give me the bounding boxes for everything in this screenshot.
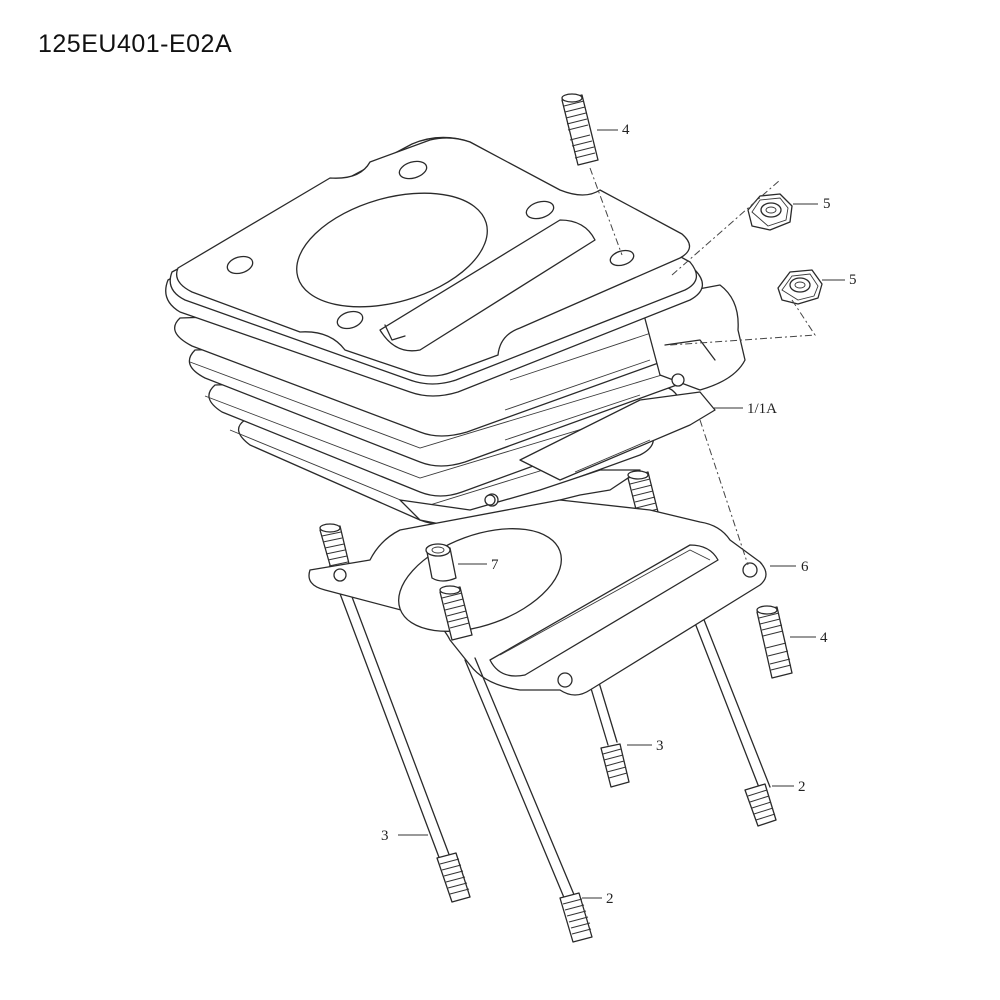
assembly-guide-lines (589, 167, 816, 566)
callout-label-1-1a: 1/1A (747, 401, 777, 417)
flange-nut-5-upper (747, 193, 793, 231)
callout-3-rear: 3 (627, 738, 664, 754)
callout-label-2-rear: 2 (798, 779, 806, 795)
callout-label-6: 6 (801, 559, 809, 575)
callout-label-2-front: 2 (606, 891, 614, 907)
base-gasket-6 (308, 494, 767, 696)
callout-label-3-front: 3 (381, 828, 389, 844)
stud-2-rear (687, 601, 777, 827)
callout-label-7: 7 (491, 557, 499, 573)
callout-3-front: 3 (381, 828, 428, 844)
cylinder-block (165, 136, 746, 531)
stud-3-front (319, 523, 471, 903)
stud-4-lower (756, 605, 793, 679)
callout-2-rear: 2 (772, 779, 806, 795)
callout-7: 7 (458, 557, 499, 573)
callout-4-top: 4 (597, 122, 630, 138)
diagram-title: 125EU401-E02A (38, 30, 233, 58)
callout-1-1a: 1/1A (714, 401, 777, 417)
stud-4-top (561, 93, 599, 166)
callout-label-4-lower: 4 (820, 630, 828, 646)
callout-5-upper: 5 (793, 196, 831, 212)
callout-label-3-rear: 3 (656, 738, 664, 754)
callout-6: 6 (770, 559, 809, 575)
flange-nut-5-lower (777, 269, 823, 305)
callout-4-lower: 4 (790, 630, 828, 646)
callout-5-lower: 5 (822, 272, 857, 288)
stud-2-front (439, 585, 593, 943)
dowel-pin-7 (425, 543, 457, 582)
callout-label-5-upper: 5 (823, 196, 831, 212)
callout-label-4-top: 4 (622, 122, 630, 138)
callout-label-5-lower: 5 (849, 272, 857, 288)
callout-2-front: 2 (582, 891, 614, 907)
